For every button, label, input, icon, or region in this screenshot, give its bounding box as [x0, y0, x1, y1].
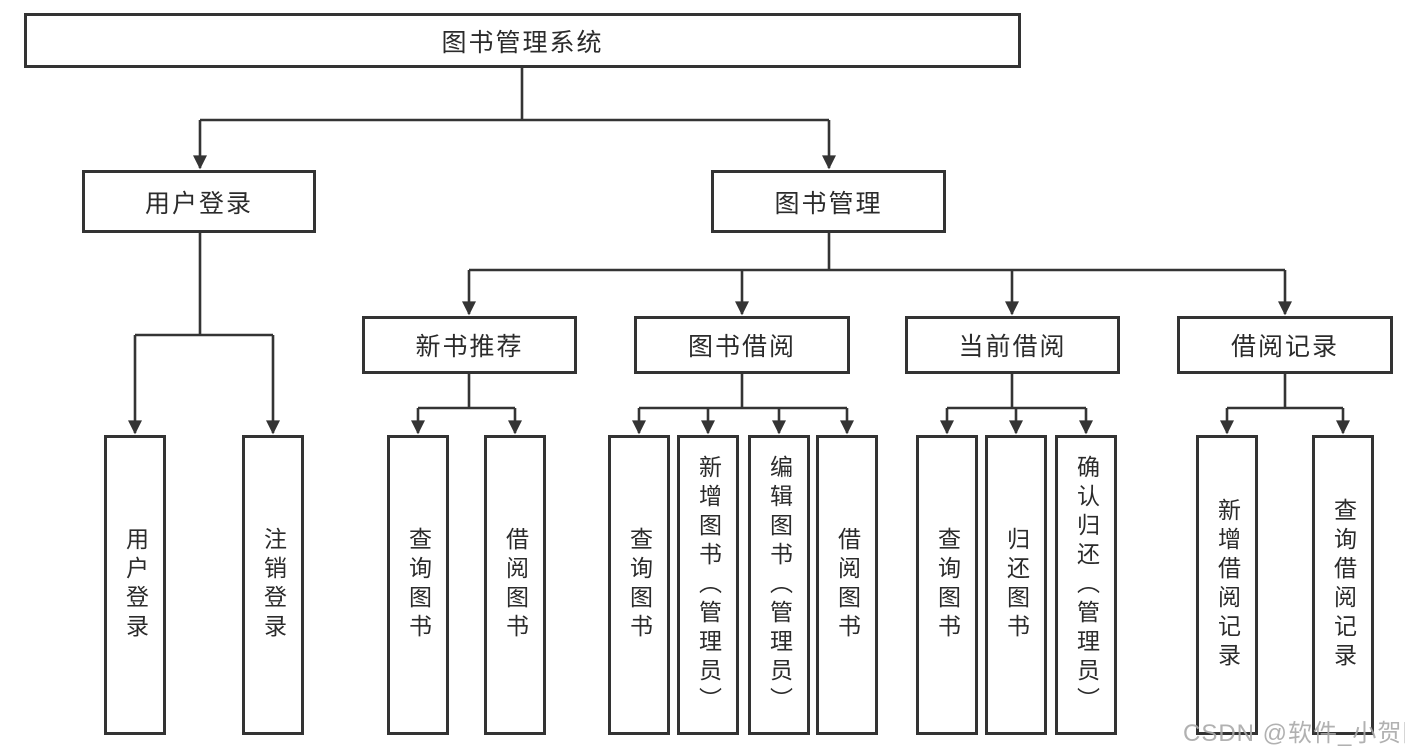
- node-book-management: 图书管理: [711, 170, 946, 233]
- leaf-records-add-borrow-record: 新增借阅记录: [1196, 435, 1258, 735]
- node-label: 借阅图书: [834, 527, 861, 643]
- node-user-login: 用户登录: [82, 170, 316, 233]
- node-library-management-system: 图书管理系统: [24, 13, 1021, 68]
- leaf-current-confirm-return-admin: 确认归还（管理员）: [1055, 435, 1117, 735]
- node-label: 图书管理: [774, 189, 883, 218]
- leaf-recommend-borrow-books: 借阅图书: [484, 435, 546, 735]
- leaf-borrowing-query-books: 查询图书: [608, 435, 670, 735]
- node-label: 查询借阅记录: [1330, 498, 1357, 672]
- node-label: 新增借阅记录: [1214, 498, 1241, 672]
- node-label: 当前借阅: [958, 333, 1067, 361]
- node-label: 图书管理系统: [441, 28, 604, 57]
- node-label: 查询图书: [934, 527, 961, 643]
- node-new-book-recommend: 新书推荐: [362, 316, 577, 374]
- node-current-borrowing: 当前借阅: [905, 316, 1120, 374]
- leaf-borrowing-add-books-admin: 新增图书（管理员）: [677, 435, 739, 735]
- node-borrow-records: 借阅记录: [1177, 316, 1393, 374]
- leaf-borrowing-borrow-books: 借阅图书: [816, 435, 878, 735]
- node-label: 查询图书: [405, 527, 432, 643]
- watermark: CSDN @软件_小贺同学: [1183, 720, 1405, 747]
- node-book-borrowing: 图书借阅: [634, 316, 850, 374]
- node-label: 图书借阅: [687, 333, 796, 361]
- node-label: 查询图书: [626, 527, 653, 643]
- node-label: 借阅图书: [502, 527, 529, 643]
- leaf-borrowing-edit-books-admin: 编辑图书（管理员）: [748, 435, 810, 735]
- leaf-records-query-borrow-record: 查询借阅记录: [1312, 435, 1374, 735]
- node-label: 编辑图书（管理员）: [766, 454, 793, 716]
- node-label: 确认归还（管理员）: [1073, 454, 1100, 716]
- node-label: 注销登录: [260, 527, 287, 643]
- node-label: 新书推荐: [415, 333, 524, 361]
- node-label: 新增图书（管理员）: [695, 454, 722, 716]
- node-label: 借阅记录: [1230, 333, 1339, 361]
- leaf-logout: 注销登录: [242, 435, 304, 735]
- leaf-user-login: 用户登录: [104, 435, 166, 735]
- leaf-current-query-books: 查询图书: [916, 435, 978, 735]
- node-label: 归还图书: [1003, 527, 1030, 643]
- leaf-current-return-books: 归还图书: [985, 435, 1047, 735]
- node-label: 用户登录: [122, 527, 149, 643]
- leaf-recommend-query-books: 查询图书: [387, 435, 449, 735]
- node-label: 用户登录: [144, 189, 253, 218]
